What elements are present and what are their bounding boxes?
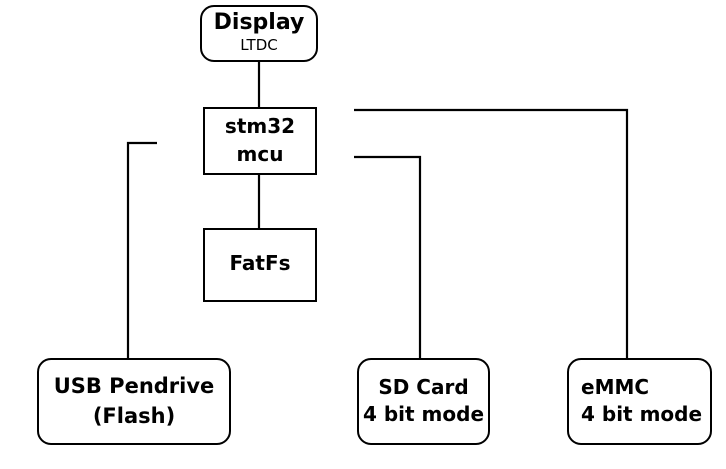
node-sd-card-line2: 4 bit mode [362, 402, 485, 426]
node-fatfs-line1: FatFs [229, 251, 291, 275]
node-stm32-mcu[interactable]: stm32 mcu [203, 107, 317, 175]
node-emmc[interactable]: eMMC 4 bit mode [567, 358, 712, 445]
connector-mcu-to-sd [354, 155, 422, 358]
connector-mcu-to-usb [126, 141, 157, 358]
node-usb-pendrive-line2: (Flash) [92, 404, 176, 428]
node-display[interactable]: Display LTDC [200, 5, 318, 62]
node-usb-pendrive-line1: USB Pendrive [53, 374, 215, 399]
node-sd-card[interactable]: SD Card 4 bit mode [357, 358, 490, 445]
node-usb-pendrive[interactable]: USB Pendrive (Flash) [37, 358, 231, 445]
node-emmc-line2: 4 bit mode [581, 402, 703, 426]
node-sd-card-line1: SD Card [378, 375, 469, 400]
node-emmc-line1: eMMC [581, 375, 650, 400]
connector-mcu-to-emmc [354, 108, 629, 358]
node-display-line1: Display [213, 10, 305, 35]
node-stm32-mcu-line1: stm32 [224, 114, 296, 139]
node-display-line2: LTDC [240, 35, 278, 54]
node-stm32-mcu-line2: mcu [236, 142, 284, 166]
node-fatfs[interactable]: FatFs [203, 228, 317, 302]
